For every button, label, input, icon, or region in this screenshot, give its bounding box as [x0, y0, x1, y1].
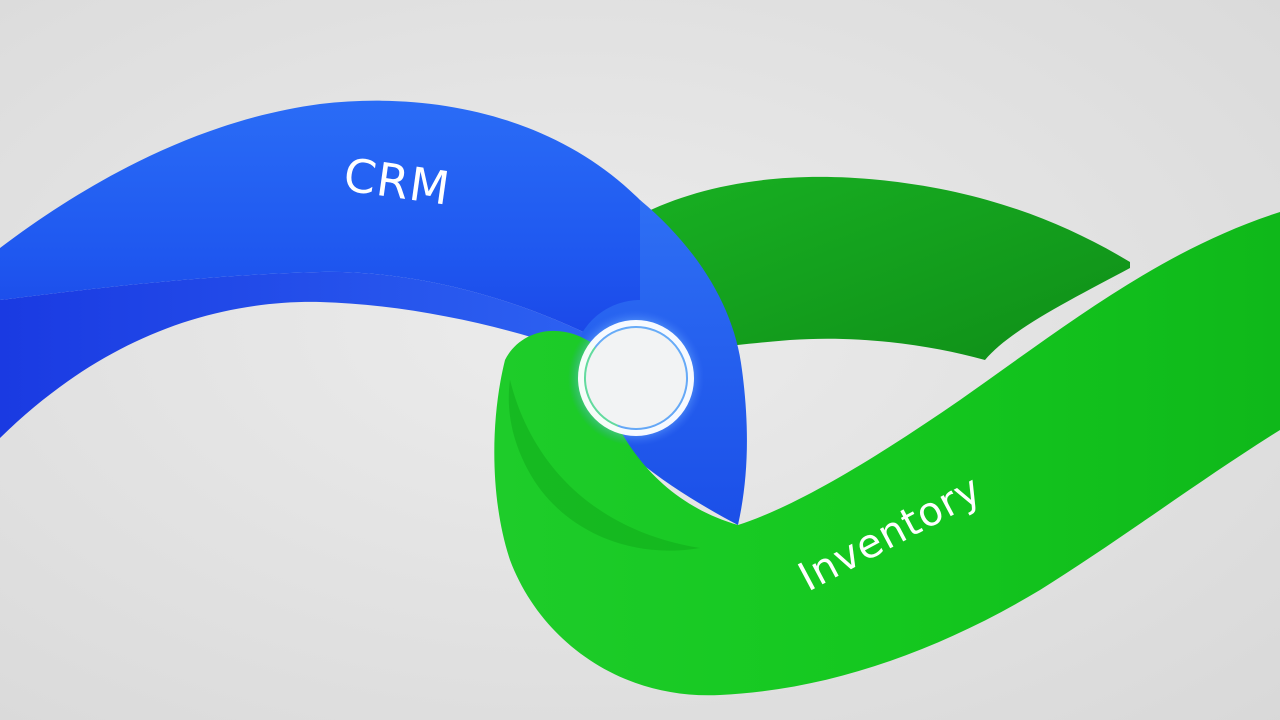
- glowing-ring-icon: [578, 320, 694, 436]
- inventory-ribbon-shade: [508, 380, 700, 551]
- inventory-ribbon-back: [640, 176, 1130, 360]
- inventory-ribbon: [494, 212, 1280, 696]
- connector-center: [586, 328, 686, 428]
- crm-ribbon: [0, 100, 735, 356]
- crm-ribbon-under: [0, 271, 600, 438]
